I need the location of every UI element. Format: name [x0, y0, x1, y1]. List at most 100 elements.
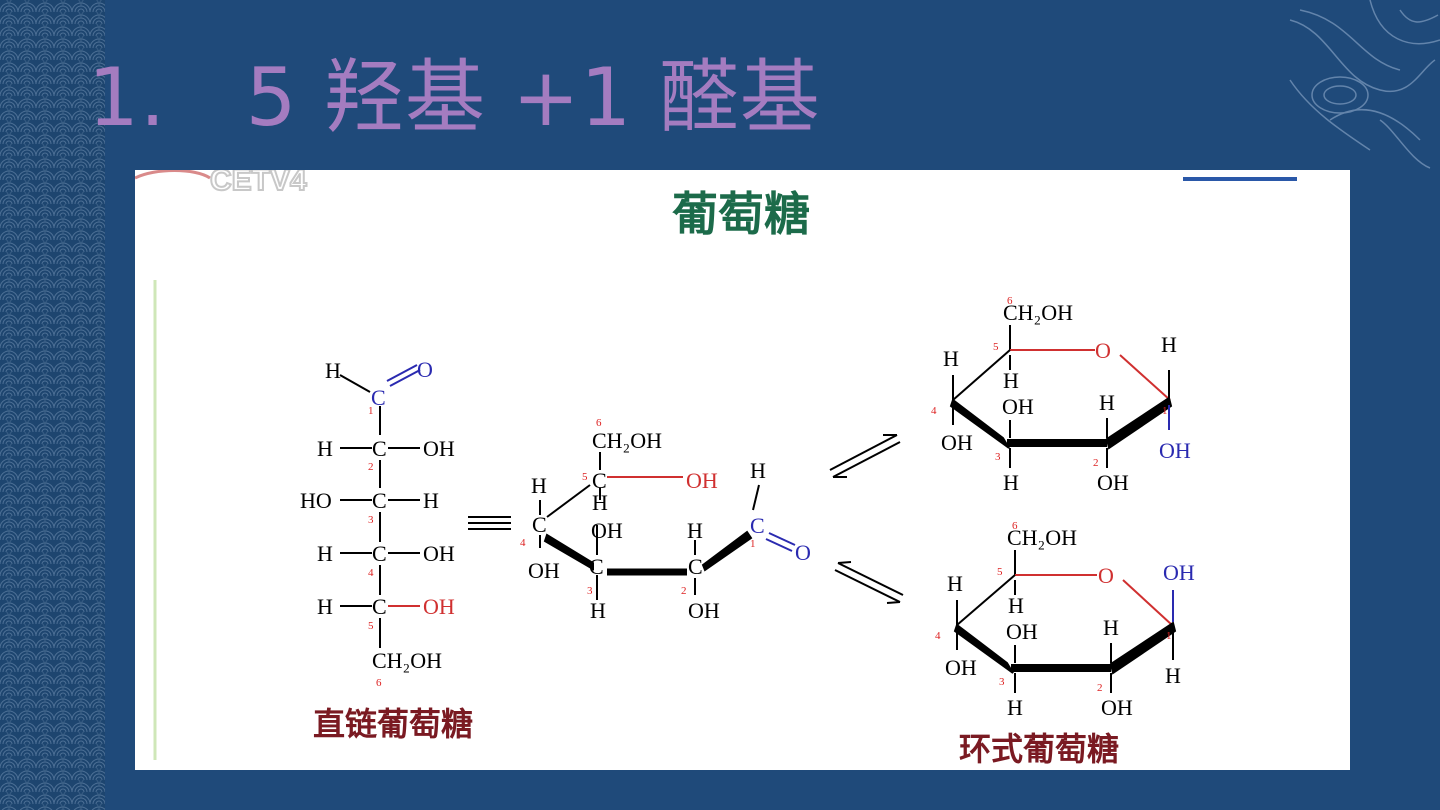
svg-text:CH₂OH: CH₂OH — [372, 648, 442, 673]
svg-text:5: 5 — [368, 620, 374, 632]
svg-text:OH: OH — [423, 594, 455, 619]
svg-text:OH: OH — [688, 598, 720, 623]
glucose-figure-panel: CETV4 葡萄糖 H C O — [135, 170, 1350, 770]
svg-text:C: C — [532, 512, 547, 537]
svg-text:H: H — [317, 541, 333, 566]
svg-text:H: H — [1008, 593, 1024, 618]
svg-text:H: H — [317, 594, 333, 619]
svg-text:4: 4 — [931, 405, 937, 417]
svg-text:CH₂OH: CH₂OH — [1003, 300, 1073, 325]
svg-text:3: 3 — [368, 514, 374, 526]
svg-text:H: H — [531, 473, 547, 498]
open-chain-glucose-structure — [539, 452, 796, 600]
svg-text:O: O — [1095, 338, 1111, 363]
beta-ring-structure — [949, 325, 1173, 468]
svg-text:5: 5 — [997, 566, 1003, 578]
linear-atom-labels: H C O H C OH HO C H H C OH H C OH CH₂OH — [300, 357, 455, 673]
svg-text:CH₂OH: CH₂OH — [592, 428, 662, 453]
svg-text:1: 1 — [750, 538, 756, 550]
svg-text:OH: OH — [423, 541, 455, 566]
svg-text:OH: OH — [1163, 560, 1195, 585]
svg-text:OH: OH — [1159, 438, 1191, 463]
svg-text:H: H — [750, 458, 766, 483]
svg-text:H: H — [1099, 390, 1115, 415]
svg-text:CH₂OH: CH₂OH — [1007, 525, 1077, 550]
svg-text:H: H — [1103, 615, 1119, 640]
svg-text:H: H — [1007, 695, 1023, 720]
equilibrium-arrow-upper — [829, 434, 901, 478]
svg-text:6: 6 — [596, 417, 602, 429]
svg-text:H: H — [423, 488, 439, 513]
svg-text:C: C — [372, 541, 387, 566]
svg-text:H: H — [317, 436, 333, 461]
svg-text:OH: OH — [941, 430, 973, 455]
svg-text:5: 5 — [993, 341, 999, 353]
svg-text:H: H — [943, 346, 959, 371]
svg-text:OH: OH — [1101, 695, 1133, 720]
alpha-ring-structure — [953, 550, 1177, 693]
svg-text:1: 1 — [1162, 405, 1168, 417]
svg-text:2: 2 — [368, 461, 374, 473]
cetv-logo: CETV4 — [135, 170, 308, 198]
svg-text:OH: OH — [945, 655, 977, 680]
svg-text:C: C — [589, 554, 604, 579]
svg-text:2: 2 — [681, 585, 687, 597]
svg-text:6: 6 — [376, 677, 382, 689]
svg-text:H: H — [592, 490, 608, 515]
svg-text:OH: OH — [528, 558, 560, 583]
alpha-ring-carbon-numbers: 6 5 4 3 2 1 — [935, 520, 1172, 694]
svg-text:C: C — [371, 385, 386, 410]
equivalence-sign — [468, 516, 511, 530]
slide-title: 1. 5 羟基 +1 醛基 — [88, 51, 821, 144]
watermark-text: CETV4 — [210, 170, 307, 197]
svg-text:6: 6 — [1012, 520, 1018, 532]
svg-text:OH: OH — [1002, 394, 1034, 419]
cyclic-caption: 环式葡萄糖 — [959, 730, 1119, 768]
svg-text:OH: OH — [591, 518, 623, 543]
svg-text:C: C — [592, 468, 607, 493]
svg-text:3: 3 — [995, 451, 1001, 463]
figure-heading: 葡萄糖 — [672, 187, 810, 241]
svg-text:3: 3 — [999, 676, 1005, 688]
svg-text:C: C — [750, 513, 765, 538]
svg-text:C: C — [688, 554, 703, 579]
svg-text:O: O — [795, 540, 811, 565]
svg-text:OH: OH — [686, 468, 718, 493]
open-chain-atom-labels: CH₂OH C H OH H C OH OH C H H C OH H C O — [528, 428, 811, 623]
beta-ring-atom-labels: CH₂OH O H H H OH H OH OH H OH — [941, 300, 1191, 495]
svg-text:4: 4 — [520, 537, 526, 549]
equilibrium-arrow-lower — [834, 561, 904, 604]
svg-text:6: 6 — [1007, 295, 1013, 307]
linear-caption: 直链葡萄糖 — [313, 705, 473, 743]
open-chain-carbon-numbers: 1 2 3 4 5 6 — [520, 417, 756, 597]
svg-text:1: 1 — [368, 405, 374, 417]
svg-text:H: H — [1003, 470, 1019, 495]
svg-text:H: H — [1161, 332, 1177, 357]
svg-text:OH: OH — [1097, 470, 1129, 495]
svg-text:5: 5 — [582, 471, 588, 483]
svg-text:1: 1 — [1166, 630, 1172, 642]
svg-text:OH: OH — [1006, 619, 1038, 644]
svg-text:H: H — [1003, 368, 1019, 393]
svg-text:3: 3 — [587, 585, 593, 597]
svg-text:H: H — [687, 518, 703, 543]
svg-text:HO: HO — [300, 488, 332, 513]
svg-text:C: C — [372, 594, 387, 619]
linear-glucose-structure — [339, 364, 421, 648]
alpha-ring-atom-labels: CH₂OH O OH H H OH H OH H H OH — [945, 525, 1195, 720]
svg-text:O: O — [417, 357, 433, 382]
left-wave-pattern — [0, 0, 105, 810]
corner-ornament — [1289, 0, 1440, 169]
svg-text:H: H — [947, 571, 963, 596]
svg-text:2: 2 — [1093, 457, 1099, 469]
svg-text:OH: OH — [423, 436, 455, 461]
beta-ring-carbon-numbers: 6 5 4 3 2 1 — [931, 295, 1168, 469]
svg-text:4: 4 — [935, 630, 941, 642]
svg-text:4: 4 — [368, 567, 374, 579]
svg-text:H: H — [325, 358, 341, 383]
linear-carbon-numbers: 1 2 3 4 5 6 — [368, 405, 382, 689]
svg-text:2: 2 — [1097, 682, 1103, 694]
svg-text:C: C — [372, 488, 387, 513]
svg-text:C: C — [372, 436, 387, 461]
svg-text:O: O — [1098, 563, 1114, 588]
